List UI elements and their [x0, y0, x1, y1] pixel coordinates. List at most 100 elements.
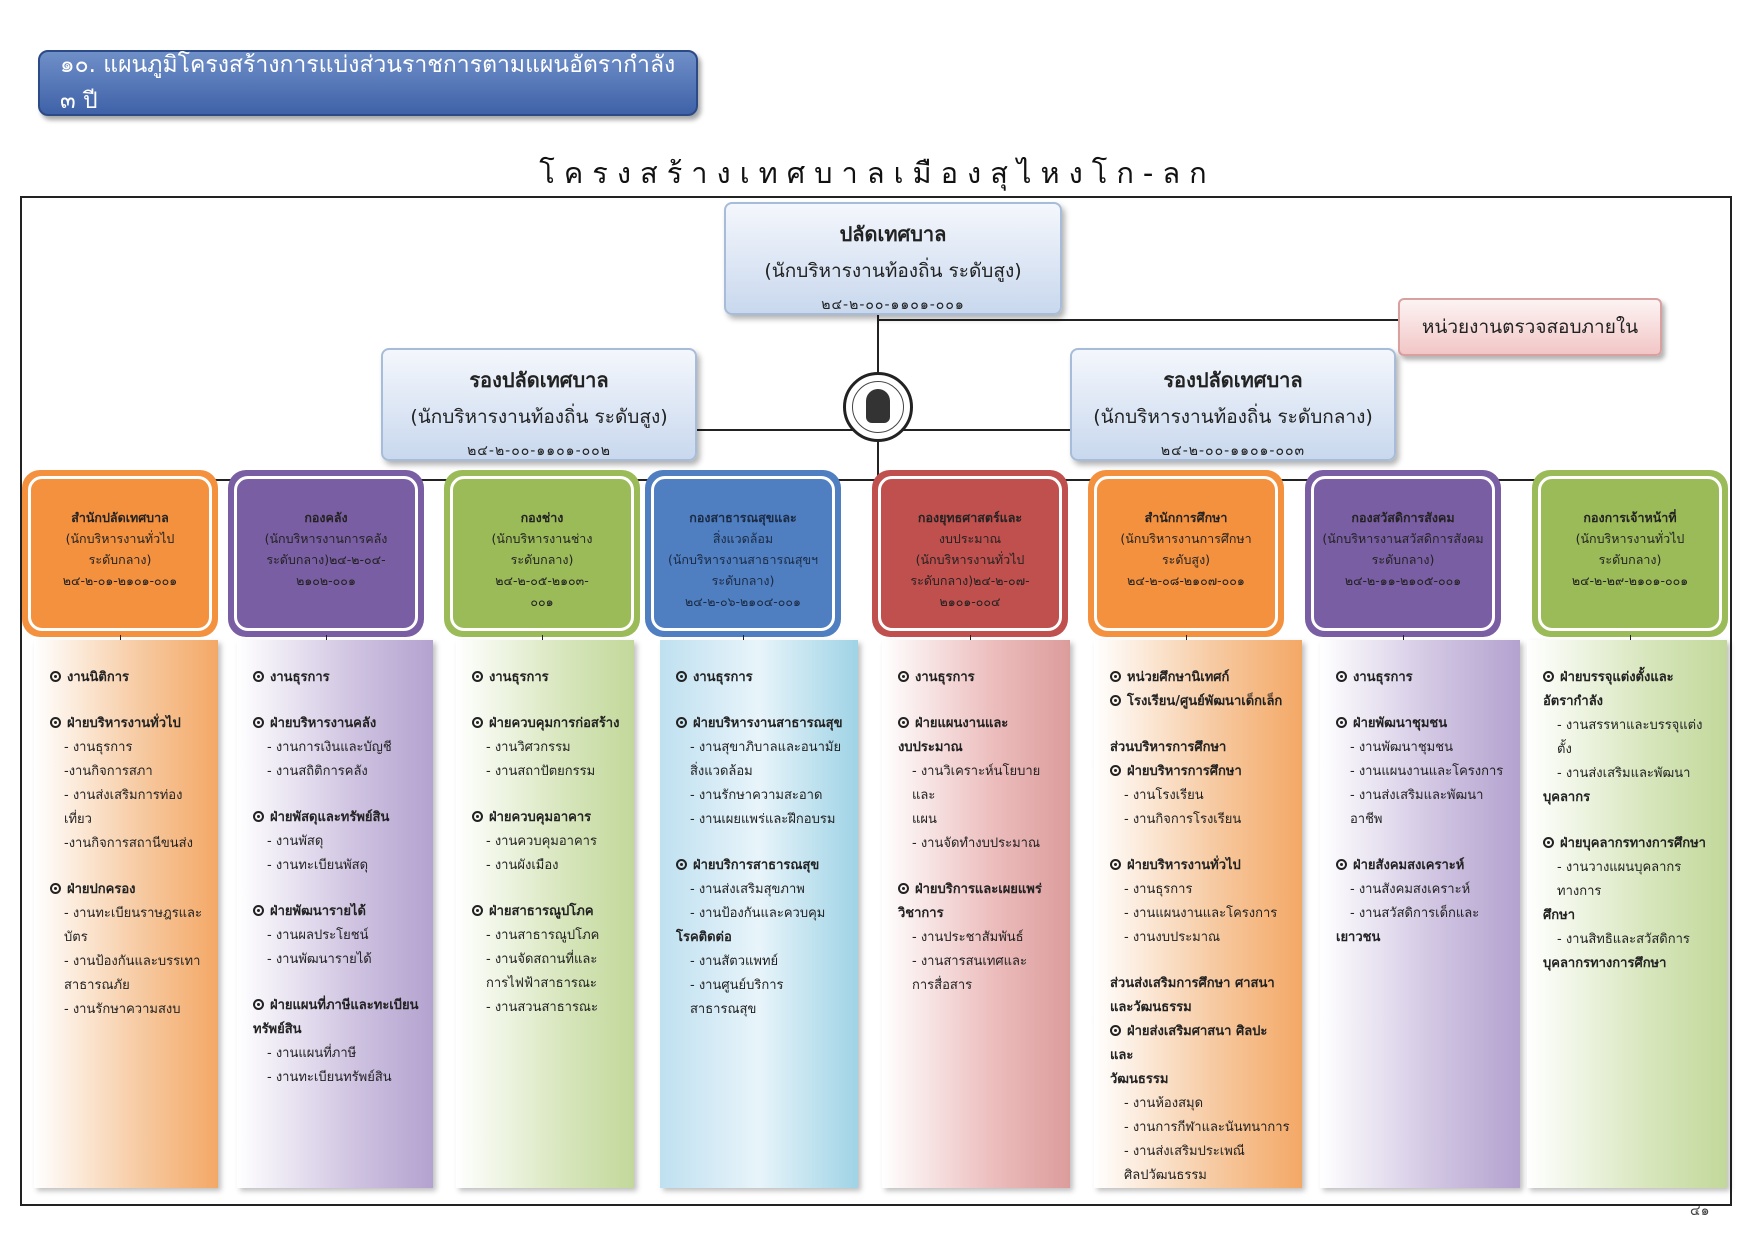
department-detail: ระดับกลาง)๒๔-๒-๐๗-: [910, 573, 1030, 588]
division-heading: ฝ่ายปกครอง: [50, 878, 206, 902]
division-column: งานธุรการฝ่ายบริหารงานคลัง- งานการเงินแล…: [237, 640, 433, 1188]
municipal-clerk-position: (นักบริหารงานท้องถิ่น ระดับสูง): [764, 260, 1022, 282]
task-item: สิ่งแวดล้อม: [690, 764, 753, 779]
connector-dept-tick: [1630, 635, 1631, 643]
section-label: งบประมาณ: [898, 740, 963, 755]
division-column: งานธุรการฝ่ายควบคุมการก่อสร้าง- งานวิศวก…: [456, 640, 634, 1188]
spacer: [898, 690, 1058, 712]
department-detail: งบประมาณ: [938, 531, 1002, 546]
division-heading-text: ฝ่ายส่งเสริมศาสนา ศิลปะและ: [1110, 1024, 1268, 1063]
division-heading: ฝ่ายควบคุมอาคาร: [472, 806, 622, 830]
circle-bullet-icon: [1543, 671, 1554, 682]
section-label: ส่วนส่งเสริมการศึกษา ศาสนา: [1110, 976, 1275, 991]
department-box: กองการเจ้าหน้าที่(นักบริหารงานทั่วไประดั…: [1532, 470, 1728, 637]
department-name: กองการเจ้าหน้าที่: [1583, 510, 1677, 525]
section-label: บุคลากร: [1543, 790, 1591, 805]
deputy-clerk-right-box: รองปลัดเทศบาล (นักบริหารงานท้องถิ่น ระดั…: [1070, 348, 1396, 461]
department-box: สำนักการศึกษา(นักบริหารงานการศึกษาระดับส…: [1088, 470, 1284, 637]
circle-bullet-icon: [253, 811, 264, 822]
connector-dept-tick: [1403, 635, 1404, 643]
task-item: บัตร: [64, 930, 88, 945]
division-heading-text: หน่วยศึกษานิเทศก์: [1127, 670, 1230, 685]
circle-bullet-icon: [676, 859, 687, 870]
division-heading: ฝ่ายสังคมสงเคราะห์: [1336, 854, 1508, 878]
circle-bullet-icon: [898, 717, 909, 728]
circle-bullet-icon: [1110, 671, 1121, 682]
task-item: - งานธุรการ: [64, 740, 133, 755]
task-item: - งานวางแผนบุคลากรทางการ: [1557, 860, 1682, 899]
division-heading: ฝ่ายบริหารการศึกษา: [1110, 760, 1290, 784]
division-heading: ฝ่ายบริหารงานคลัง: [253, 712, 421, 736]
division-heading-text: ฝ่ายบรรจุแต่งตั้งและ: [1560, 670, 1674, 685]
department-detail: ระดับกลาง): [510, 552, 574, 567]
task-item: - งานวิเคราะห์นโยบายและ: [912, 764, 1041, 803]
division-heading-text: ฝ่ายบุคลากรทางการศึกษา: [1560, 836, 1706, 851]
deputy-right-title: รองปลัดเทศบาล: [1163, 368, 1303, 392]
section-label: วัฒนธรรม: [1110, 1072, 1169, 1087]
spacer: [50, 690, 206, 712]
deputy-clerk-left-box: รองปลัดเทศบาล (นักบริหารงานท้องถิ่น ระดั…: [381, 348, 697, 461]
task-item: - งานแผนที่ภาษี: [267, 1046, 357, 1061]
spacer: [1336, 690, 1508, 712]
division-heading: ฝ่ายบุคลากรทางการศึกษา: [1543, 832, 1715, 856]
department-detail: (นักบริหารงานการคลัง: [264, 531, 388, 546]
division-heading-text: งานธุรการ: [489, 670, 549, 685]
circle-bullet-icon: [1336, 717, 1347, 728]
circle-bullet-icon: [472, 905, 483, 916]
task-item: - งานศูนย์บริการสาธารณสุข: [690, 978, 784, 1017]
division-heading-text: ฝ่ายควบคุมการก่อสร้าง: [489, 716, 620, 731]
division-heading: ฝ่ายบรรจุแต่งตั้งและ: [1543, 666, 1715, 690]
task-item: - งานสาธารณูปโภค: [486, 928, 600, 943]
circle-bullet-icon: [1336, 859, 1347, 870]
department-detail: ระดับกลาง): [88, 552, 152, 567]
department-detail: ๒๔-๒-๒๙-๒๑๐๑-๐๐๑: [1571, 573, 1689, 588]
task-item: - งานป้องกันและควบคุม: [690, 906, 826, 921]
circle-bullet-icon: [472, 811, 483, 822]
division-heading: งานธุรการ: [1336, 666, 1508, 690]
circle-bullet-icon: [898, 883, 909, 894]
connector-dept-tick: [326, 635, 327, 643]
spacer: [253, 784, 421, 806]
division-heading: หน่วยศึกษานิเทศก์: [1110, 666, 1290, 690]
task-item: - งานรักษาความสงบ: [64, 1002, 181, 1017]
municipal-clerk-code: ๒๔-๒-๐๐-๑๑๐๑-๐๐๑: [821, 297, 965, 313]
department-detail: (นักบริหารงานสวัสดิการสังคม: [1322, 531, 1484, 546]
division-heading-text: ฝ่ายบริหารงานทั่วไป: [1127, 858, 1241, 873]
task-item: - งานโรงเรียน: [1124, 788, 1204, 803]
division-heading-text: ฝ่ายบริการสาธารณสุข: [693, 858, 820, 873]
task-item: ศิลปวัฒนธรรม: [1124, 1168, 1207, 1183]
page-number: ๔๑: [1690, 1203, 1710, 1219]
department-detail: ๒๔-๒-๐๑-๒๑๐๑-๐๐๑: [62, 573, 178, 588]
department-detail: ๒๔-๒-๐๖-๒๑๐๔-๐๐๑: [684, 594, 801, 609]
division-column: งานธุรการฝ่ายบริหารงานสาธารณสุข- งานสุขา…: [660, 640, 858, 1188]
circle-bullet-icon: [472, 671, 483, 682]
task-item: - งานสรรหาและบรรจุแต่งตั้ง: [1557, 718, 1703, 757]
division-heading-text: โรงเรียน/ศูนย์พัฒนาเด็กเล็ก: [1127, 694, 1283, 709]
task-item: - งานทะเบียนพัสดุ: [267, 858, 369, 873]
spacer: [472, 784, 622, 806]
connector-dept-tick: [743, 635, 744, 643]
task-item: - งานการกีฬาและนันทนาการ: [1124, 1120, 1290, 1135]
department-name: กองช่าง: [520, 510, 564, 525]
task-item: - งานสวัสดิการเด็กและ: [1350, 906, 1480, 921]
department-detail: ระดับกลาง): [1598, 552, 1662, 567]
department-name: กองยุทธศาสตร์และ: [917, 510, 1023, 525]
task-item: - งานจัดสถานที่และ: [486, 952, 598, 967]
task-item: - งานจัดทำงบประมาณ: [912, 836, 1041, 851]
department-detail: (นักบริหารงานสาธารณสุขฯ: [667, 552, 819, 567]
department-name: สำนักการศึกษา: [1144, 510, 1228, 525]
spacer: [253, 972, 421, 994]
circle-bullet-icon: [898, 671, 909, 682]
division-heading-text: งานธุรการ: [693, 670, 753, 685]
division-heading-text: ฝ่ายปกครอง: [67, 882, 136, 897]
division-heading-text: ฝ่ายพัฒนาชุมชน: [1353, 716, 1448, 731]
division-heading-text: ฝ่ายแผนงานและ: [915, 716, 1009, 731]
deputy-left-title: รองปลัดเทศบาล: [469, 368, 609, 392]
circle-bullet-icon: [1336, 671, 1347, 682]
task-item: - งานส่งเสริมสุขภาพ: [690, 882, 805, 897]
department-detail: ๒๔-๒-๐๘-๒๑๐๗-๐๐๑: [1127, 573, 1245, 588]
department-detail: (นักบริหารงานช่าง: [491, 531, 593, 546]
task-item: การไฟฟ้าสาธารณะ: [486, 976, 597, 991]
task-item: - งานส่งเสริมและพัฒนาอาชีพ: [1350, 788, 1484, 827]
department-detail: ๒๑๐๒-๐๐๑: [296, 573, 356, 588]
